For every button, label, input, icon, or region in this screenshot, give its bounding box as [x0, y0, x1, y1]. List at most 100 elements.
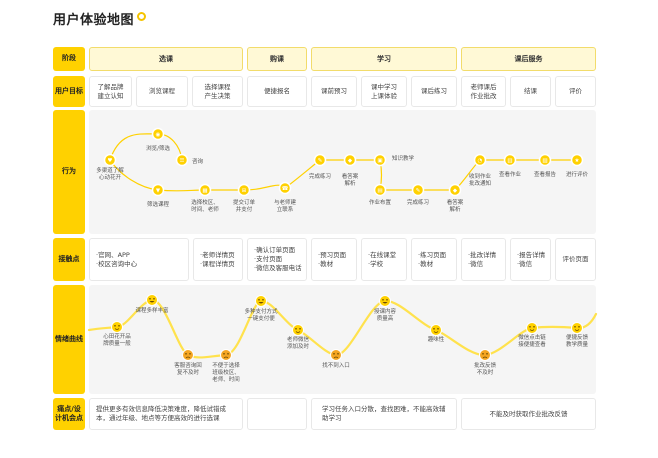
row-label-emotion: 情绪曲线: [53, 285, 85, 394]
pain-point-cell-empty: [247, 398, 307, 430]
eye-icon: ◉: [156, 132, 161, 138]
row-label-touchpoint: 接触点: [53, 238, 85, 281]
goal-cell: 老师课后 作业批改: [461, 76, 506, 107]
action-label: 查看作业: [499, 170, 522, 178]
action-node: ◆ 看答案解析: [342, 153, 359, 187]
video-icon: ▣: [377, 158, 382, 164]
action-label: 选择校区、时间、老师: [191, 198, 219, 213]
grin-emoji: [379, 295, 391, 307]
action-label: 多渠道了解心动花开: [96, 166, 124, 181]
emotion-label: 心田花开品牌质量一般: [103, 332, 131, 347]
emotion-node: 授课内容质量高: [374, 295, 396, 322]
emotion-label: 批改反馈不及时: [474, 361, 497, 376]
stage-learning: 学习: [311, 47, 457, 71]
lightbulb-icon: ◆: [348, 158, 353, 164]
touchpoint-cell: ·批改详情 ·微信: [461, 238, 506, 281]
document-icon: ▥: [507, 158, 512, 164]
goal-cell: 浏览课程: [136, 76, 188, 107]
touchpoint-cell: 评价页面: [555, 238, 596, 281]
action-label: 筛选课程: [147, 200, 170, 208]
action-label: 收到作业批改通知: [469, 172, 492, 187]
row-label-pain-point: 痛点/设 计机会点: [53, 398, 85, 430]
emotion-node: 微信点击链接便捷查看: [518, 322, 546, 348]
action-node: ▨查看报告: [534, 153, 557, 178]
emotion-label: 便捷反馈教学质量: [566, 333, 589, 348]
action-label: 进行评价: [566, 170, 589, 178]
goal-cell: 便捷报名: [247, 76, 307, 107]
emotion-label: 多种支付方式一键支付便: [244, 307, 278, 322]
row-label-goal: 用户目标: [53, 76, 85, 107]
action-label: 查看报告: [534, 170, 557, 178]
emotion-label: 找不到入口: [322, 361, 350, 369]
sad-emoji: [479, 349, 491, 361]
action-node: ◔ 收到作业批改通知: [469, 153, 492, 187]
grin-emoji: [146, 294, 158, 306]
emotion-label: 不便于选择班级校区、老师、时间: [212, 361, 240, 383]
emotion-node: 找不到入口: [322, 349, 350, 369]
action-node: ♥ 多渠道了解心动花开: [96, 153, 124, 181]
stage-after-class: 课后服务: [461, 47, 596, 71]
action-node: ▼筛选课程: [147, 183, 170, 208]
building-icon: ▦: [202, 188, 207, 194]
action-node: ◉ 浏览/筛选: [146, 127, 170, 152]
emotion-label: 老师微信添加及时: [287, 335, 310, 350]
pencil-icon: ✎: [318, 158, 323, 164]
touchpoint-cell: ·预习页面 ·教材: [311, 238, 357, 281]
emotion-node: 趣味性: [428, 324, 445, 343]
pain-point-cell: 提供更多有效信息降低决策难度，降低试错成本，通过年级、地点等方便高效的进行选课: [89, 398, 243, 430]
action-nodes: ♥ 多渠道了解心动花开 ◉ 浏览/筛选 ☰咨询 ▼筛选课程 ▦ 选择校区、时间、老师 ⊞提交订单…: [96, 127, 589, 213]
goal-cell: 课后练习: [411, 76, 457, 107]
book-icon: ▤: [377, 188, 382, 194]
emotion-node: 客服咨询回复不及时: [174, 349, 202, 376]
action-node: ▣ 知识教学: [373, 153, 415, 167]
touchpoint-cell: ·官网、APP ·校区咨询中心: [89, 238, 189, 281]
action-node: ◆ 看答案解析: [447, 183, 464, 213]
goal-cell: 了解品牌 建立认知: [89, 76, 132, 107]
action-label: 看答案解析: [342, 172, 359, 187]
emotion-node: 心田花开品牌质量一般: [103, 321, 131, 347]
action-label: 完成练习: [309, 172, 331, 180]
action-label: 知识教学: [392, 154, 415, 162]
alarm-icon: ◔: [478, 158, 483, 164]
pain-point-cell: 不能及时获取作业批改反馈: [461, 398, 596, 430]
action-node: ☰咨询: [175, 153, 204, 167]
action-label: 与老师建立联系: [274, 198, 297, 213]
sad-emoji: [330, 349, 342, 361]
goal-cell: 评价: [555, 76, 596, 107]
emotion-nodes: 心田花开品牌质量一般 课程多样丰富客服咨询回复不及时不便于选择班级校区、老师、时间…: [103, 294, 589, 383]
emotion-curve: [87, 298, 598, 359]
action-node: ✎ 完成练习: [309, 153, 331, 180]
action-label: 完成练习: [407, 198, 429, 206]
action-node: ⊞提交订单并支付: [233, 183, 255, 213]
smile-emoji: [571, 322, 583, 334]
smile-emoji: [111, 321, 123, 333]
stage-select-course: 选课: [89, 47, 243, 71]
phone-icon: ☎: [282, 185, 289, 192]
emotion-node: 批改反馈不及时: [474, 349, 497, 376]
action-label: 看答案解析: [447, 198, 464, 213]
action-label: 浏览/筛选: [146, 144, 170, 152]
star-icon: ★: [575, 158, 580, 164]
action-node: ☎ 与老师建立联系: [274, 181, 297, 213]
row-label-stage: 阶段: [53, 47, 85, 71]
emotion-label: 趣味性: [428, 335, 445, 343]
lightbulb-icon: ◆: [453, 188, 458, 194]
emotion-label: 课程多样丰富: [135, 306, 169, 314]
heart-icon: ♥: [108, 158, 113, 164]
emotion-label: 微信点击链接便捷查看: [518, 333, 546, 348]
smile-emoji: [526, 322, 538, 334]
touchpoint-cell: ·确认订单页面 ·支付页面 ·微信及客服电话: [247, 238, 307, 281]
touchpoint-cell: ·报告详情 ·微信: [510, 238, 551, 281]
action-panel: [89, 110, 596, 234]
emotion-node: 不便于选择班级校区、老师、时间: [212, 349, 240, 383]
smile-emoji: [292, 324, 304, 336]
action-node: ▦ 选择校区、时间、老师: [191, 183, 219, 213]
emotion-node: 多种支付方式一键支付便: [244, 295, 278, 322]
emotion-node: 课程多样丰富: [135, 294, 169, 314]
goal-cell: 课前预习: [311, 76, 357, 107]
chat-icon: ☰: [180, 157, 185, 164]
emotion-label: 客服咨询回复不及时: [174, 361, 202, 376]
emotion-curve-group: [87, 298, 598, 359]
